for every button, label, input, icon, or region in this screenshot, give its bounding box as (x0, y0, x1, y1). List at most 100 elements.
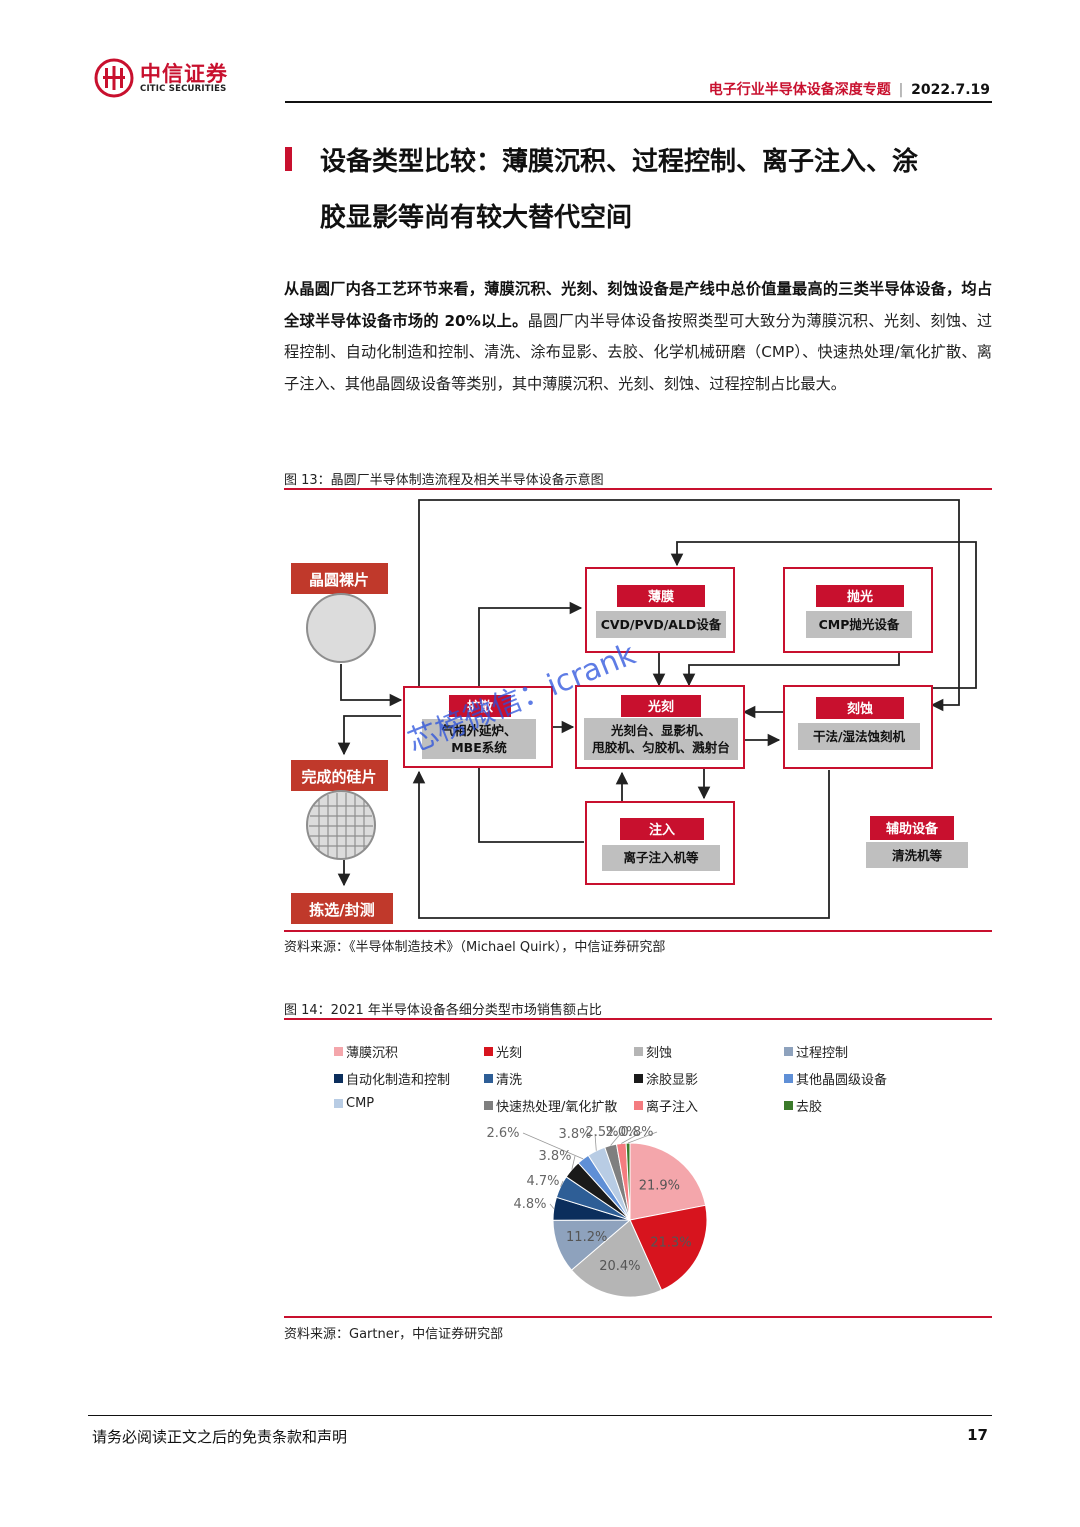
auxiliary-equipment: 清洗机等 (892, 848, 943, 863)
flow-arrows (337, 499, 977, 919)
diffusion-equipment-box (422, 719, 536, 759)
pie-data-label: 11.2% (566, 1230, 607, 1245)
report-header: 电子行业半导体设备深度专题 | 2022.7.19 (709, 79, 990, 99)
figure-13-bottom-rule (284, 930, 992, 932)
legend-label: 光刻 (496, 1046, 523, 1061)
paragraph-bold-text: 从晶圆厂内各工艺环节来看，薄膜沉积、光刻、刻蚀设备是产线中总价值量最高的三类半导… (284, 280, 992, 330)
implant-title-box (620, 818, 704, 840)
legend-swatch (484, 1101, 493, 1110)
diffusion-equipment-line-1: 气相外延炉、 (440, 723, 516, 738)
pie-data-label: 20.4% (599, 1259, 640, 1274)
figure-14-bottom-rule (284, 1316, 992, 1318)
legend-swatch (634, 1101, 643, 1110)
legend-swatch (634, 1047, 643, 1056)
legend-item: 其他晶圆级设备 (784, 1069, 887, 1088)
pie-data-label: 3.8% (558, 1127, 591, 1142)
header-divider (285, 101, 992, 103)
pie-leader-line (560, 1180, 564, 1187)
pie-slice (570, 1219, 663, 1298)
figure-13-top-rule (284, 488, 992, 490)
pie-leader-line (610, 1131, 623, 1146)
legend-label: 过程控制 (796, 1046, 849, 1061)
pie-data-label: 21.3% (650, 1235, 691, 1250)
legend-swatch (334, 1074, 343, 1083)
footer-disclaimer: 请务必阅读正文之后的免责条款和声明 (92, 1428, 348, 1446)
figure-13-source: 资料来源：《半导体制造技术》（Michael Quirk），中信证券研究部 (284, 940, 666, 955)
legend-item: 去胶 (784, 1096, 822, 1115)
legend-item: 过程控制 (784, 1042, 848, 1061)
diffusion-title-box (449, 695, 511, 717)
auxiliary-title: 辅助设备 (886, 821, 939, 837)
legend-label: 其他晶圆级设备 (796, 1073, 888, 1088)
legend-label: CMP (346, 1096, 375, 1111)
finished-wafer-icon (306, 790, 376, 860)
citic-logo-icon (94, 58, 134, 98)
legend-item: 涂胶显影 (634, 1069, 698, 1088)
logo-text-en: CITIC SECURITIES (140, 84, 227, 94)
page-number: 17 (967, 1426, 988, 1444)
legend-swatch (784, 1047, 793, 1056)
legend-label: 刻蚀 (646, 1046, 673, 1061)
figure-14-caption: 图 14：2021 年半导体设备各细分类型市场销售额占比 (284, 1003, 602, 1018)
pie-data-label: 4.7% (526, 1174, 559, 1189)
sort-test-label-box (291, 893, 393, 924)
report-title: 电子行业半导体设备深度专题 (708, 82, 891, 98)
pie-slice (629, 1204, 708, 1291)
sort-test-label: 拣选/封测 (309, 901, 374, 919)
thin-film-title: 薄膜 (648, 589, 674, 605)
process-flow-diagram: 晶圆裸片 完成的硅片 拣选/封测 扩散 气相外延炉、 MBE系统 薄膜 CVD/… (291, 499, 977, 924)
wafer-blank-label-box (291, 563, 388, 594)
pie-leader-line (571, 1155, 576, 1170)
legend-swatch (484, 1047, 493, 1056)
auxiliary-equipment-box (866, 842, 968, 868)
pie-leader-line (549, 1203, 555, 1209)
legend-swatch (784, 1074, 793, 1083)
pie-leader-line (627, 1131, 658, 1144)
pie-data-label: 4.8% (513, 1197, 546, 1212)
logo-text-cn: 中信证券 (140, 62, 228, 86)
etch-equipment: 干法/湿法蚀刻机 (813, 729, 906, 744)
finished-wafer-label-box (291, 760, 388, 791)
legend-label: 清洗 (496, 1073, 523, 1088)
legend-swatch (784, 1101, 793, 1110)
pie-slice (629, 1142, 707, 1221)
legend-swatch (334, 1047, 343, 1056)
report-date: 2022.7.19 (911, 82, 990, 98)
title-accent-bar (285, 147, 292, 171)
figure-14-top-rule (284, 1018, 992, 1020)
pie-data-label: 3.8% (538, 1149, 571, 1164)
legend-label: 去胶 (796, 1100, 823, 1115)
figure-13-caption: 图 13：晶圆厂半导体制造流程及相关半导体设备示意图 (284, 473, 604, 488)
thin-film-equipment: CVD/PVD/ALD设备 (601, 617, 722, 632)
pie-leader-line (522, 1132, 584, 1160)
polish-title: 抛光 (847, 589, 873, 605)
wafer-blank-label: 晶圆裸片 (309, 571, 369, 589)
legend-label: 自动化制造和控制 (346, 1073, 451, 1088)
body-paragraph: 从晶圆厂内各工艺环节来看，薄膜沉积、光刻、刻蚀设备是产线中总价值量最高的三类半导… (284, 274, 992, 400)
legend-label: 快速热处理/氧化扩散 (496, 1100, 618, 1115)
finished-wafer-label: 完成的硅片 (301, 768, 376, 786)
legend-label: 涂胶显影 (646, 1073, 699, 1088)
diffusion-title: 扩散 (467, 699, 494, 715)
implant-box (585, 801, 735, 885)
pie-chart: 21.9%21.3%20.4%11.2%4.8%4.7%3.8%2.6%3.8%… (486, 1125, 708, 1298)
lithography-equipment-line-1: 光刻台、显影机、 (610, 723, 711, 738)
legend-swatch (484, 1074, 493, 1083)
legend-label: 薄膜沉积 (346, 1046, 399, 1061)
thin-film-title-box (617, 585, 705, 607)
lithography-title-box (621, 695, 701, 717)
legend-item: 快速热处理/氧化扩散 (484, 1096, 617, 1115)
lithography-equipment-line-2: 甩胶机、匀胶机、溅射台 (591, 740, 730, 755)
legend-item: 自动化制造和控制 (334, 1069, 450, 1088)
etch-equipment-box (798, 723, 920, 750)
header-separator: | (898, 82, 904, 98)
paragraph-text: 晶圆厂内半导体设备按照类型可大致分为薄膜沉积、光刻、刻蚀、过程控制、自动化制造和… (284, 311, 993, 393)
implant-equipment-box (602, 845, 720, 871)
diffusion-equipment-line-2: MBE系统 (451, 740, 507, 755)
legend-swatch (634, 1074, 643, 1083)
footer-divider (88, 1415, 992, 1416)
legend-item: CMP (334, 1096, 374, 1111)
legend-item: 薄膜沉积 (334, 1042, 398, 1061)
implant-title: 注入 (649, 822, 675, 838)
pie-data-label: 0.8% (620, 1125, 653, 1140)
